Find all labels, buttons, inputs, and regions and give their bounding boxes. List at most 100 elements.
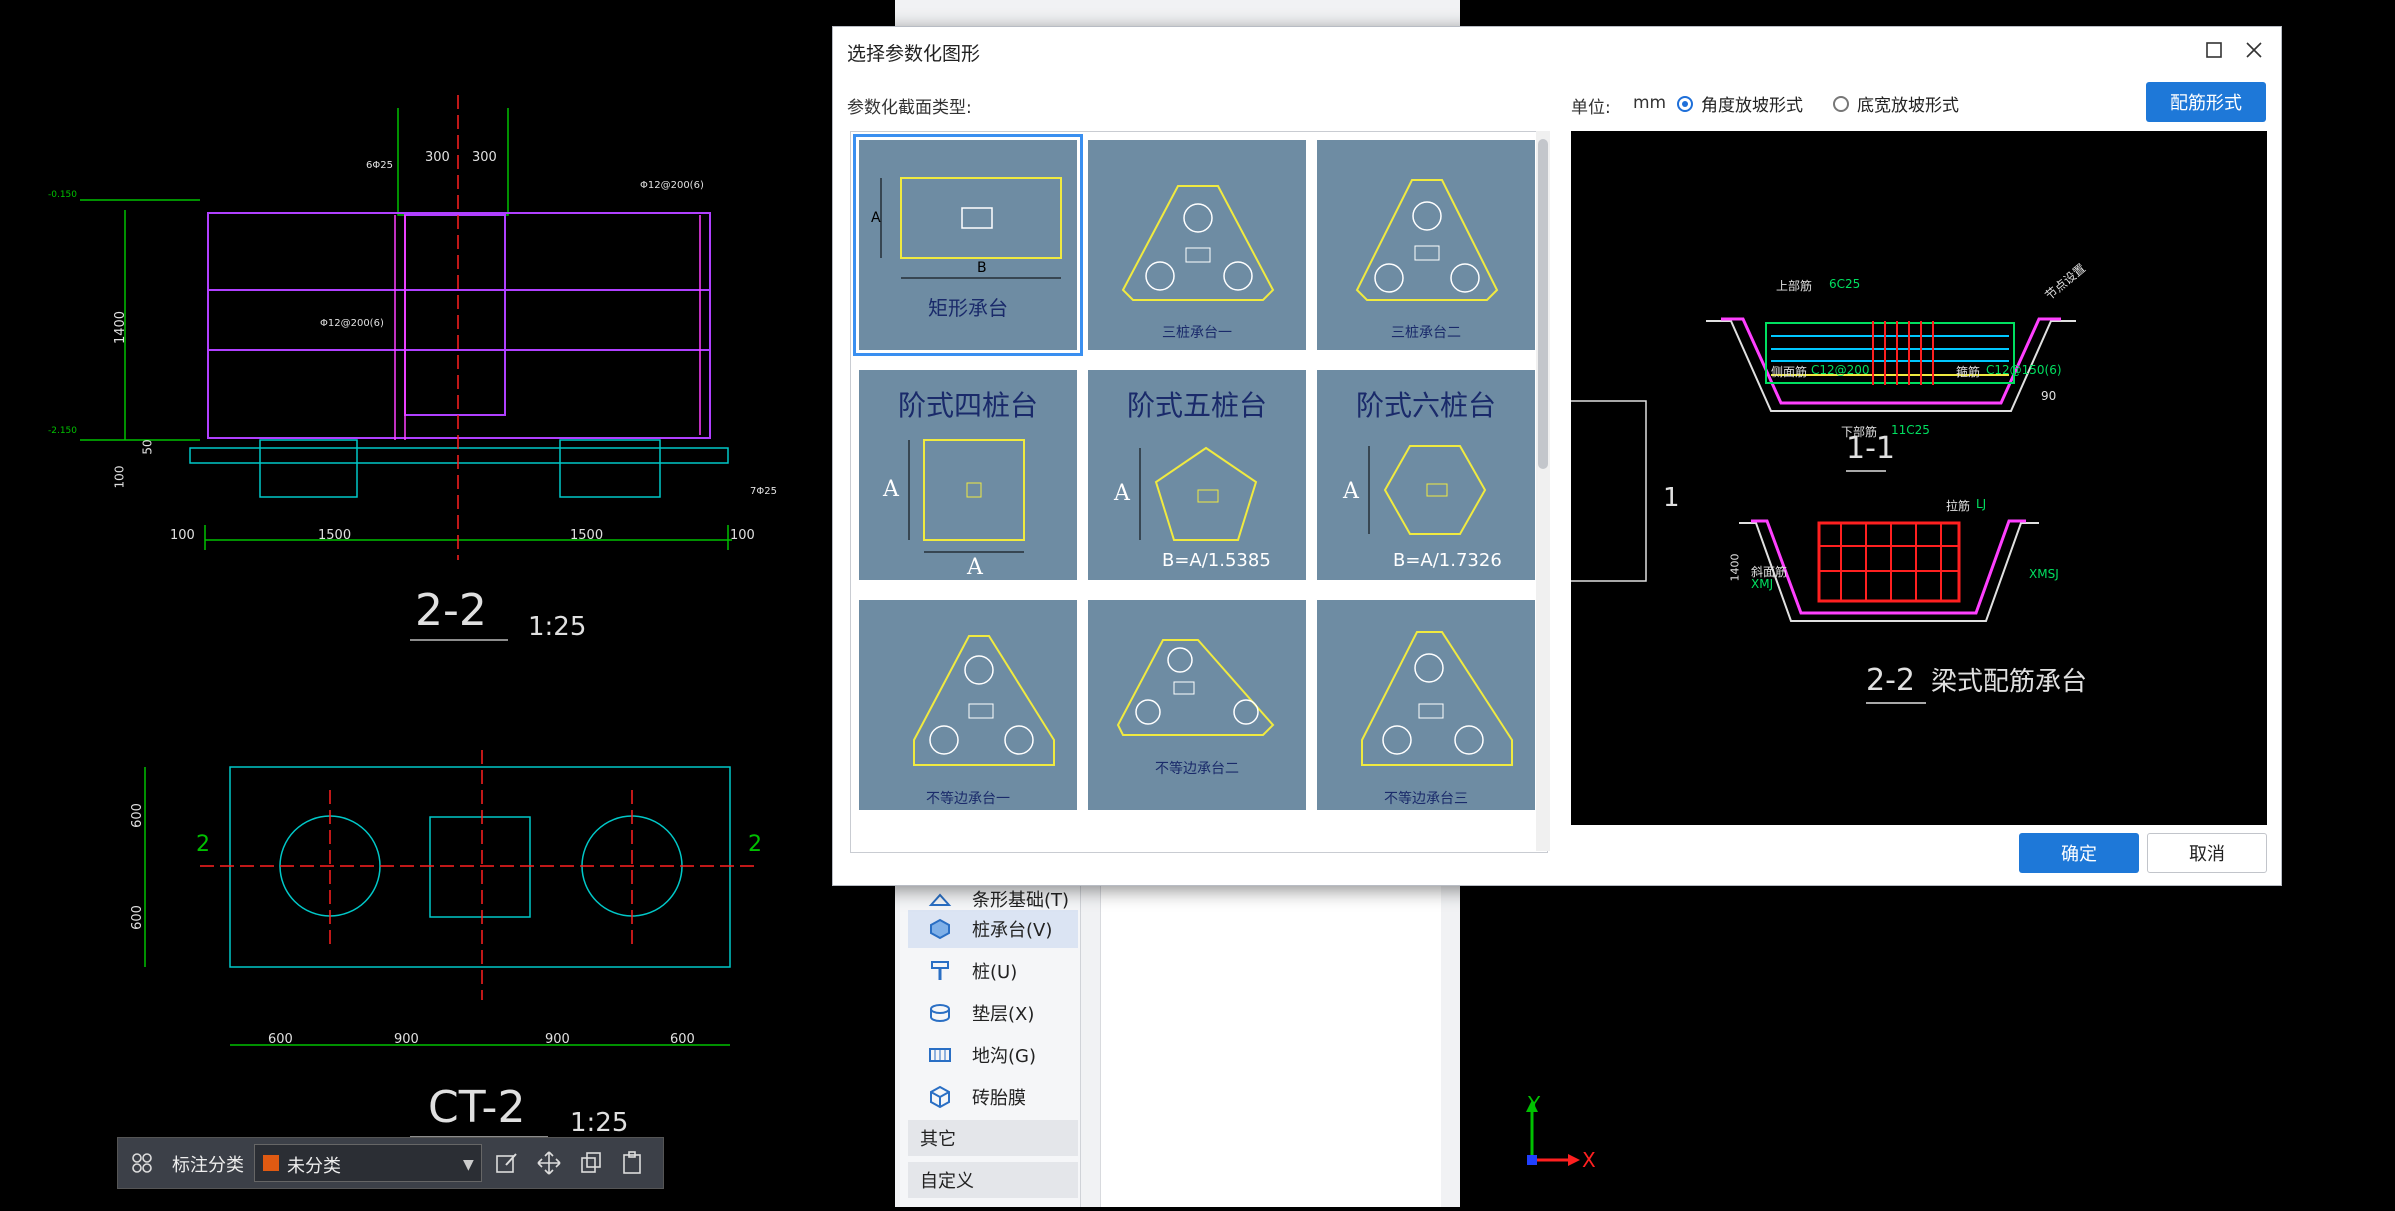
unequal-cap-2-thumbnail <box>1116 639 1275 736</box>
group-custom[interactable]: 自定义 <box>908 1162 1078 1198</box>
tile-label: 阶式五桩台 <box>1126 389 1267 422</box>
tile-stepped-five-pile[interactable]: 阶式五桩台 A B=A/1.5385 <box>1088 370 1306 580</box>
plan-dim-left-1: 600 <box>129 803 145 828</box>
stepped-six-pile-thumbnail: A <box>1342 445 1487 535</box>
three-pile-cap-2-thumbnail <box>1355 179 1499 301</box>
cancel-button[interactable]: 取消 <box>2147 833 2267 873</box>
plan-dim-left-2: 600 <box>129 905 145 930</box>
list-item-label: 地沟(G) <box>972 1046 1036 1067</box>
list-item-label: 桩承台(V) <box>972 920 1053 941</box>
rebar-note-2: Φ12@200(6) <box>640 180 704 191</box>
shape-grid[interactable]: A B 矩形承台 三桩承台一 三桩承台二 <box>850 131 1548 853</box>
preview-note: C12@200 <box>1811 363 1870 377</box>
tile-unequal-cap-3[interactable]: 不等边承台三 <box>1317 600 1535 810</box>
tile-unequal-cap-2[interactable]: 不等边承台二 <box>1088 600 1306 810</box>
section-scale: 1:25 <box>528 612 587 642</box>
list-item-brick-formwork[interactable]: 砖胎膜 <box>908 1078 1078 1116</box>
list-item-label: 垫层(X) <box>972 1004 1035 1025</box>
group-other[interactable]: 其它 <box>908 1120 1078 1156</box>
preview-panel: 1 1-1 2-2 梁式配筋承台 上部筋 6C25 侧面筋 C12@200 箍筋… <box>1571 131 2267 825</box>
dim-small-2: 100 <box>112 465 127 489</box>
tile-label: 三桩承台二 <box>1391 325 1461 341</box>
scrollbar-thumb[interactable] <box>1538 139 1548 469</box>
tile-letter-a: A <box>871 210 881 226</box>
category-select-value: 未分类 <box>287 1156 341 1177</box>
plan-scale: 1:25 <box>570 1108 629 1138</box>
copy-icon[interactable] <box>578 1150 604 1176</box>
preview-note: 斜面筋 <box>1751 565 1788 579</box>
select-parametric-shape-dialog[interactable]: 选择参数化图形 参数化截面类型: 单位: mm 角度放坡形式 底宽放坡形式 配筋… <box>832 26 2282 886</box>
pile-cap-icon <box>926 915 954 943</box>
annotation-toolbar: 标注分类 未分类 ▼ <box>117 1137 664 1189</box>
tile-label: 阶式六桩台 <box>1355 389 1496 422</box>
unit-value: mm <box>1633 93 1667 113</box>
annotation-category-label: 标注分类 <box>172 1155 244 1176</box>
preview-drawing <box>1571 317 2076 704</box>
list-item-trench[interactable]: 地沟(G) <box>908 1036 1078 1074</box>
preview-note: 90 <box>2041 389 2057 403</box>
grid-scrollbar[interactable] <box>1536 131 1550 851</box>
preview-note: 下部筋 <box>1841 425 1878 439</box>
plan-dim-bottom-4: 600 <box>670 1032 695 1047</box>
radio-label: 角度放坡形式 <box>1701 96 1803 116</box>
tile-stepped-four-pile[interactable]: 阶式四桩台 A A <box>859 370 1077 580</box>
tile-letter-a: A <box>882 477 900 502</box>
stepped-five-pile-thumbnail: A <box>1113 446 1258 541</box>
tile-three-pile-cap-2[interactable]: 三桩承台二 <box>1317 140 1535 350</box>
strip-foundation-icon <box>926 885 954 913</box>
axis-indicator <box>1526 1100 1580 1166</box>
cad-drawing-left[interactable]: 2-2 1:25 CT-2 1:25 300 300 100 1500 1500… <box>0 0 895 1207</box>
unequal-cap-1-thumbnail <box>913 635 1055 766</box>
brick-formwork-icon <box>926 1083 954 1111</box>
list-item-cushion[interactable]: 垫层(X) <box>908 994 1078 1032</box>
axis-x-label: X <box>1582 1148 1596 1172</box>
radio-bottom-width-slope[interactable]: 底宽放坡形式 <box>1833 91 1959 116</box>
radio-angle-slope[interactable]: 角度放坡形式 <box>1677 91 1803 116</box>
tile-rect-cap[interactable]: A B 矩形承台 <box>853 134 1083 356</box>
property-panel <box>1100 880 1441 1207</box>
plan-mark-right: 2 <box>748 832 762 857</box>
category-select[interactable]: 未分类 ▼ <box>254 1144 482 1182</box>
tile-letter-a: A <box>966 555 984 580</box>
tile-three-pile-cap-1[interactable]: 三桩承台一 <box>1088 140 1306 350</box>
rect-cap-thumbnail: A B <box>871 177 1062 279</box>
level-top: -0.150 <box>48 190 78 200</box>
move-icon[interactable] <box>536 1150 562 1176</box>
tile-formula: B=A/1.7326 <box>1393 550 1502 571</box>
rebar-form-button[interactable]: 配筋形式 <box>2146 82 2266 122</box>
component-list[interactable]: 条形基础(T) 桩承台(V) 桩(U) 垫层(X) 地沟(G) 砖胎膜 其它 自… <box>900 880 1081 1207</box>
chevron-down-icon: ▼ <box>463 1157 474 1173</box>
dialog-title: 选择参数化图形 <box>847 43 981 65</box>
preview-note: 上部筋 <box>1776 279 1813 293</box>
paste-icon[interactable] <box>620 1150 646 1176</box>
tile-letter-a: A <box>1113 481 1131 506</box>
close-icon[interactable] <box>2243 39 2265 61</box>
plan-dim-bottom-3: 900 <box>545 1032 570 1047</box>
preview-note: XMJ <box>1751 577 1774 591</box>
tile-letter-b: B <box>977 260 987 276</box>
tile-formula: B=A/1.5385 <box>1162 550 1271 571</box>
dim-bottom-4: 100 <box>730 528 755 543</box>
trench-icon <box>926 1041 954 1069</box>
dim-height: 1400 <box>113 310 129 345</box>
preview-section-1: 1-1 <box>1846 431 1895 466</box>
rebar-note-4: 7Φ25 <box>750 486 777 497</box>
unequal-cap-3-thumbnail <box>1361 631 1513 766</box>
tile-label: 三桩承台一 <box>1162 325 1232 341</box>
maximize-icon[interactable] <box>2203 39 2225 61</box>
edit-icon[interactable] <box>494 1150 520 1176</box>
preview-title: 梁式配筋承台 <box>1931 667 2088 697</box>
cad-section-drawing <box>80 95 760 1138</box>
three-pile-cap-1-thumbnail <box>1121 185 1275 301</box>
list-item-strip-foundation[interactable]: 条形基础(T) <box>908 880 1078 918</box>
tile-unequal-cap-1[interactable]: 不等边承台一 <box>859 600 1077 810</box>
category-grid-icon[interactable] <box>130 1151 154 1175</box>
ok-button[interactable]: 确定 <box>2019 833 2139 873</box>
list-item-pile-cap[interactable]: 桩承台(V) <box>908 910 1078 948</box>
list-item-pile[interactable]: 桩(U) <box>908 952 1078 990</box>
tile-stepped-six-pile[interactable]: 阶式六桩台 A B=A/1.7326 <box>1317 370 1535 580</box>
preview-note: 侧面筋 <box>1771 365 1808 379</box>
cushion-icon <box>926 999 954 1027</box>
radio-label: 底宽放坡形式 <box>1857 96 1959 116</box>
list-item-label: 条形基础(T) <box>972 890 1070 911</box>
